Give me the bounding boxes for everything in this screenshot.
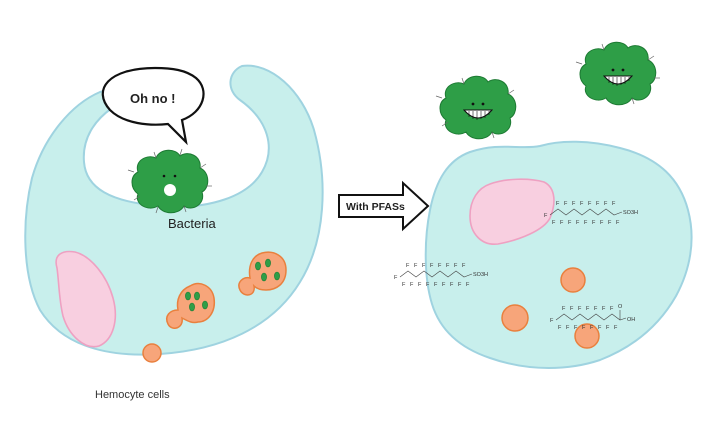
- svg-text:F: F: [564, 201, 568, 207]
- speech-text: Oh no !: [130, 91, 176, 106]
- svg-text:F: F: [438, 263, 442, 269]
- svg-text:F: F: [602, 306, 606, 312]
- svg-text:F: F: [606, 325, 610, 331]
- bacteria-label: Bacteria: [168, 216, 216, 231]
- svg-text:F: F: [562, 306, 566, 312]
- svg-text:F: F: [466, 282, 470, 288]
- open-mouth: [164, 184, 176, 196]
- svg-text:F: F: [588, 201, 592, 207]
- svg-text:F: F: [616, 220, 620, 226]
- with-pfas-arrow: With PFASs: [338, 180, 430, 232]
- svg-text:F: F: [582, 325, 586, 331]
- svg-text:F: F: [422, 263, 426, 269]
- svg-text:F: F: [568, 220, 572, 226]
- arrow-label: With PFASs: [346, 201, 405, 213]
- svg-text:F: F: [574, 325, 578, 331]
- svg-text:F: F: [586, 306, 590, 312]
- bacterium-scared: [127, 148, 212, 214]
- svg-text:F: F: [576, 220, 580, 226]
- phagosome-with-bacteria: [166, 282, 216, 329]
- nucleus: [55, 250, 117, 348]
- svg-text:F: F: [578, 306, 582, 312]
- svg-text:F: F: [552, 220, 556, 226]
- svg-text:F: F: [544, 213, 548, 219]
- cell-membrane: [424, 140, 693, 369]
- svg-text:F: F: [462, 263, 466, 269]
- svg-text:F: F: [558, 325, 562, 331]
- svg-text:F: F: [410, 282, 414, 288]
- svg-text:F: F: [418, 282, 422, 288]
- svg-text:F: F: [458, 282, 462, 288]
- svg-text:F: F: [402, 282, 406, 288]
- eye: [471, 102, 475, 106]
- svg-text:F: F: [430, 263, 434, 269]
- vesicle: [142, 343, 162, 363]
- svg-text:F: F: [608, 220, 612, 226]
- svg-text:SO3H: SO3H: [473, 272, 488, 278]
- eye: [173, 174, 177, 178]
- svg-text:F: F: [450, 282, 454, 288]
- svg-text:F: F: [414, 263, 418, 269]
- phagosome-with-bacteria: [238, 251, 287, 296]
- svg-text:F: F: [570, 306, 574, 312]
- svg-text:F: F: [426, 282, 430, 288]
- svg-text:F: F: [592, 220, 596, 226]
- svg-text:OH: OH: [627, 317, 635, 323]
- eye: [481, 102, 485, 106]
- hemocyte-label: Hemocyte cells: [95, 389, 170, 401]
- svg-text:F: F: [580, 201, 584, 207]
- svg-text:F: F: [604, 201, 608, 207]
- svg-text:F: F: [394, 275, 398, 281]
- svg-text:F: F: [596, 201, 600, 207]
- svg-text:F: F: [572, 201, 576, 207]
- eye: [162, 174, 166, 178]
- svg-text:F: F: [612, 201, 616, 207]
- svg-text:F: F: [594, 306, 598, 312]
- svg-text:F: F: [584, 220, 588, 226]
- vesicle: [574, 323, 600, 349]
- hemocyte-cell-right: [424, 140, 693, 369]
- speech-bubble: Oh no !: [101, 66, 205, 146]
- svg-text:F: F: [560, 220, 564, 226]
- eye: [621, 68, 625, 72]
- svg-text:F: F: [614, 325, 618, 331]
- svg-text:F: F: [556, 201, 560, 207]
- svg-text:F: F: [406, 263, 410, 269]
- svg-text:F: F: [442, 282, 446, 288]
- eye: [611, 68, 615, 72]
- vesicle: [560, 267, 586, 293]
- svg-text:F: F: [566, 325, 570, 331]
- svg-text:F: F: [550, 318, 554, 324]
- svg-text:F: F: [590, 325, 594, 331]
- svg-text:SO3H: SO3H: [623, 210, 638, 216]
- svg-text:F: F: [454, 263, 458, 269]
- svg-text:F: F: [600, 220, 604, 226]
- bacterium-happy: [575, 41, 660, 106]
- svg-text:F: F: [610, 306, 614, 312]
- vesicle: [501, 304, 529, 332]
- svg-text:F: F: [598, 325, 602, 331]
- nucleus: [469, 178, 555, 245]
- svg-text:O: O: [618, 304, 623, 310]
- svg-text:F: F: [446, 263, 450, 269]
- bacterium-happy: [435, 75, 517, 140]
- svg-text:F: F: [434, 282, 438, 288]
